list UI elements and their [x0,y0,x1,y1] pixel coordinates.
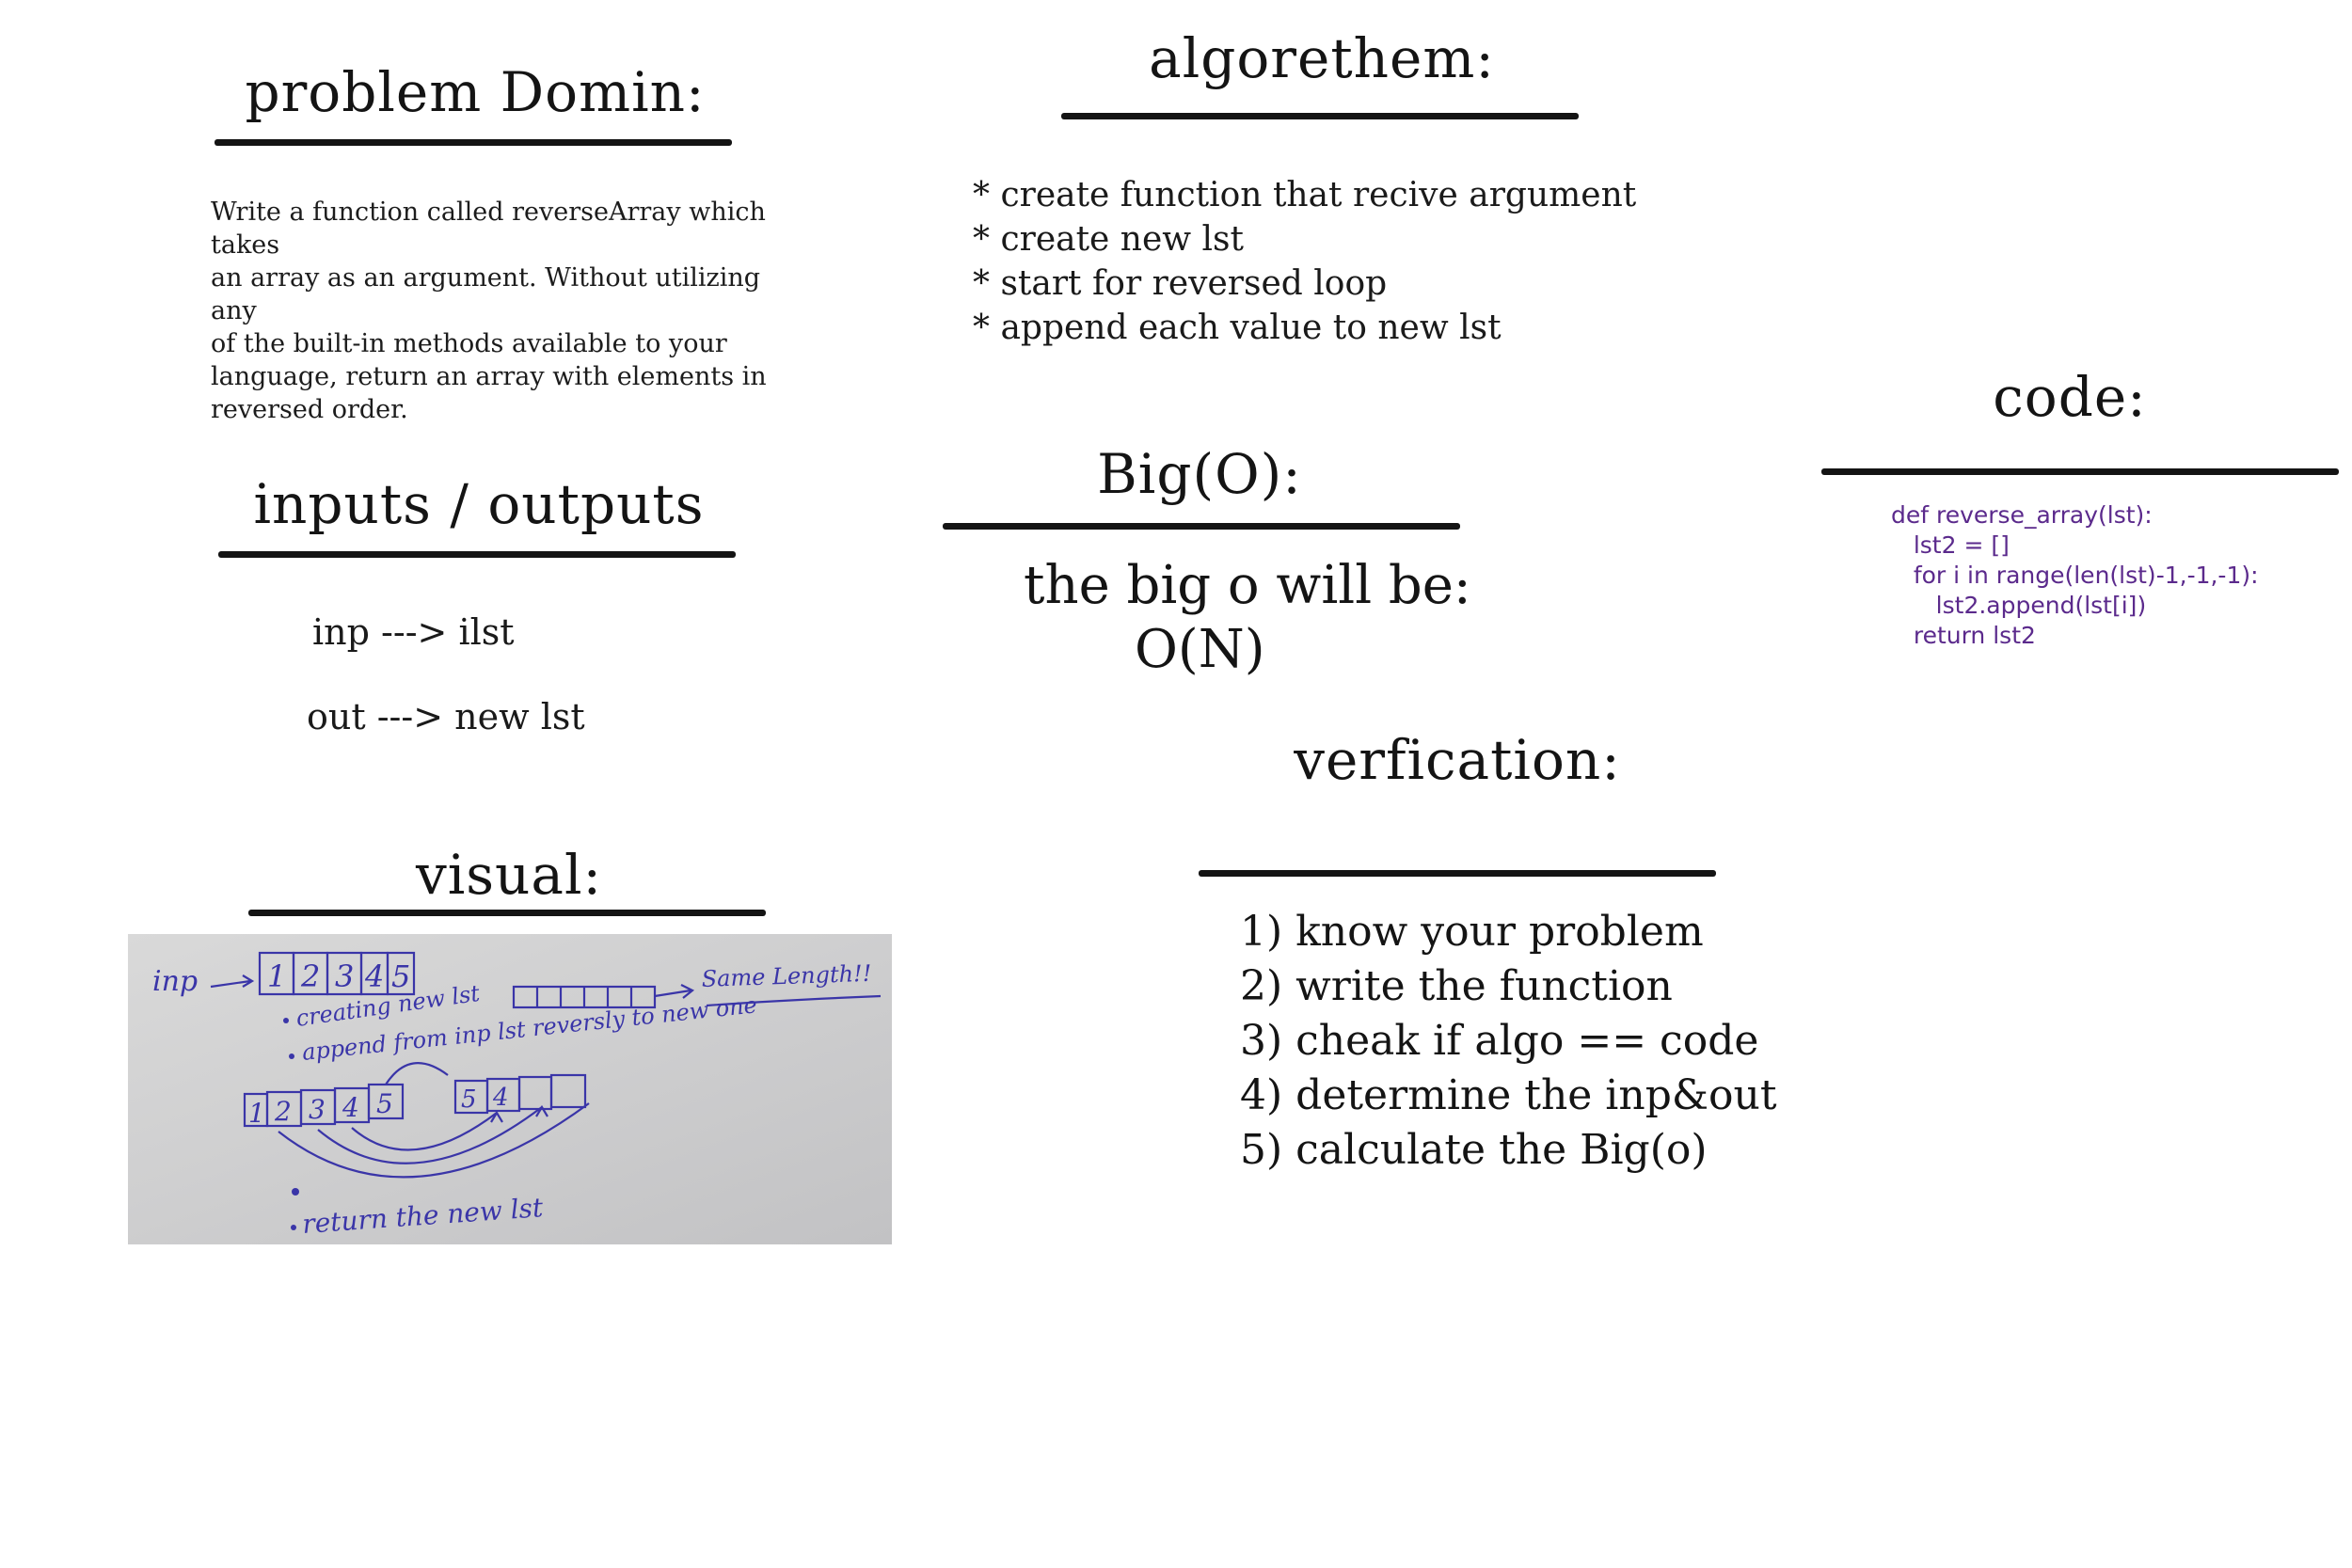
sketch-same-length-note: Same Length!! [701,960,872,992]
sketch-underline [706,994,882,1007]
verification-underline [1199,870,1716,877]
sketch-bullet [292,1188,299,1196]
algorithm-steps: * create function that recive argument *… [973,173,1636,350]
sketch-arrowhead [490,1110,503,1123]
sketch-arc [351,1112,498,1151]
big-o-underline [943,523,1460,530]
problem-domain-description: Write a function called reverseArray whi… [211,196,813,426]
sketch-top-value: 4 [364,958,384,994]
description-line: language, return an array with elements … [211,362,767,391]
visual-sketch-drawing: inp 1 2 3 4 5 Same Length!! creating new… [152,951,882,1240]
description-line: Write a function called reverseArray whi… [211,198,766,260]
sketch-result-cell [549,1073,587,1109]
sketch-top-cell [386,951,416,996]
sketch-arrow [654,989,691,998]
algorithm-step: * create function that recive argument [973,176,1637,214]
verification-step: 2) write the function [1240,962,1673,1010]
sketch-arrowhead [242,974,255,988]
sketch-bottom-value: 1 [248,1098,265,1129]
algorithm-step: * append each value to new lst [973,309,1502,347]
algorithm-heading: algorethem: [1149,26,1495,90]
sketch-arc [317,1106,543,1164]
inputs-outputs-heading: inputs / outputs [253,472,705,536]
sketch-bottom-value: 4 [342,1092,359,1123]
sketch-result-value: 4 [492,1084,509,1112]
code-block: def reverse_array(lst): lst2 = [] for i … [1891,500,2259,651]
problem-domain-underline [215,139,732,146]
inputs-outputs-underline [218,551,736,558]
algorithm-step: * create new lst [973,220,1244,259]
sketch-arrowhead [535,1104,548,1117]
code-line: def reverse_array(lst): [1891,501,2153,529]
description-line: an array as an argument. Without utilizi… [211,263,761,325]
sketch-top-value: 3 [335,958,354,994]
big-o-statement: the big o will be: [1024,555,1471,616]
description-line: of the built-in methods available to you… [211,329,727,358]
sketch-arc [385,1062,449,1085]
sketch-bullet [283,1018,289,1023]
sketch-result-value: 5 [461,1085,477,1114]
sketch-bottom-value: 5 [376,1088,393,1119]
output-description: out ---> new lst [307,696,585,737]
code-line: lst2 = [] [1891,531,2010,559]
big-o-value: O(N) [1135,619,1265,680]
sketch-arrowhead [680,984,695,999]
description-line: reversed order. [211,395,408,424]
verification-steps: 1) know your problem 2) write the functi… [1240,905,1777,1178]
code-line: return lst2 [1891,622,2036,649]
verification-step: 5) calculate the Big(o) [1240,1126,1708,1174]
sketch-bullet [289,1053,294,1059]
sketch-bottom-value: 3 [309,1094,326,1125]
big-o-heading: Big(O): [1097,442,1302,506]
sketch-arrow [210,979,251,989]
sketch-arc [278,1102,590,1179]
sketch-inp-label: inp [152,965,198,998]
sketch-new-list-dividers [535,987,633,1007]
algorithm-underline [1061,113,1579,119]
sketch-top-value: 1 [267,958,286,994]
sketch-top-value: 5 [391,958,410,994]
code-line: for i in range(len(lst)-1,-1,-1): [1891,562,2259,589]
sketch-top-value: 2 [300,958,320,994]
code-underline [1821,468,2339,475]
sketch-bullet-return: return the new lst [301,1192,545,1240]
algorithm-step: * start for reversed loop [973,264,1388,303]
verification-heading: verfication: [1294,728,1621,792]
visual-heading: visual: [415,843,603,907]
code-line: lst2.append(lst[i]) [1891,592,2147,619]
visual-underline [248,910,766,916]
verification-step: 3) cheak if algo == code [1240,1017,1759,1065]
verification-step: 4) determine the inp&out [1240,1071,1777,1119]
visual-sketch-photo: inp 1 2 3 4 5 Same Length!! creating new… [128,934,892,1244]
sketch-bullet [291,1225,296,1230]
sketch-bottom-value: 2 [274,1096,292,1127]
sketch-result-cell [517,1075,553,1111]
problem-domain-heading: problem Domin: [245,60,706,124]
input-description: inp ---> ilst [312,611,515,653]
verification-step: 1) know your problem [1240,908,1704,956]
code-heading: code: [1993,365,2147,429]
